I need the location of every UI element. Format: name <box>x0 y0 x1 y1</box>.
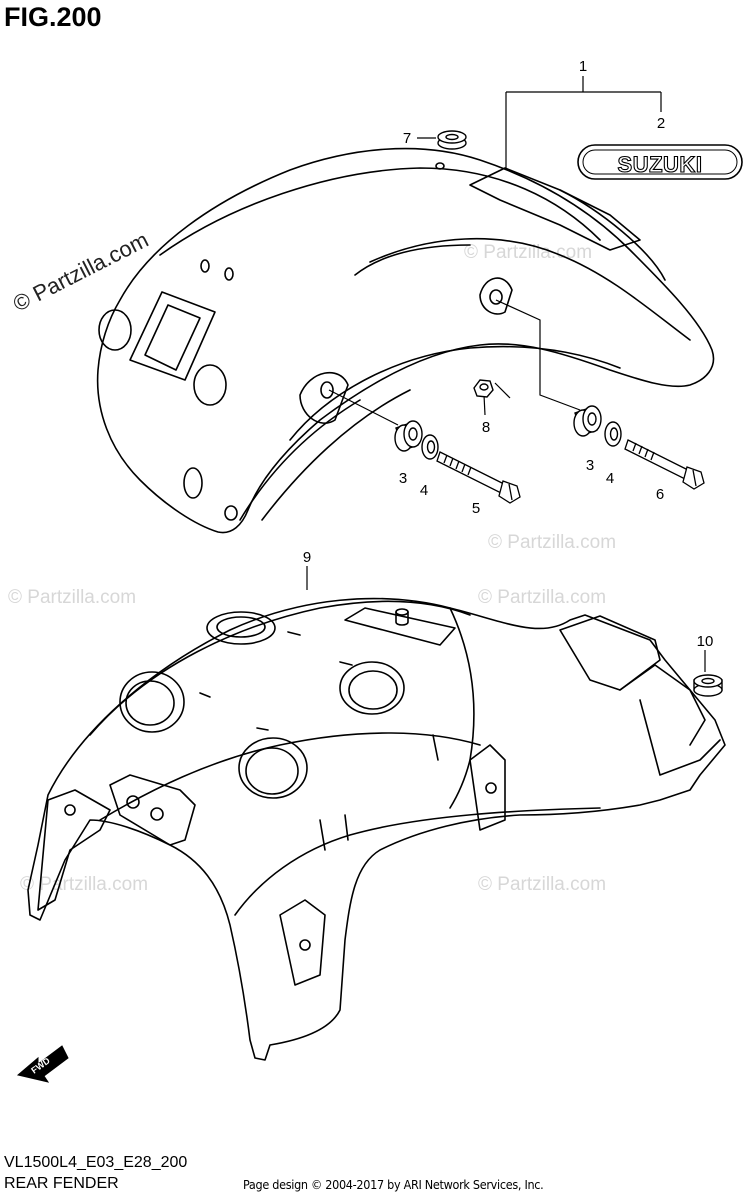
dimple <box>348 670 398 710</box>
mount-boss-hole <box>224 505 238 521</box>
model-code: VL1500L4_E03_E28_200 <box>4 1154 188 1171</box>
mount-boss-hole <box>489 289 503 305</box>
fender-top-rim <box>159 167 601 256</box>
leader-lines <box>328 76 662 426</box>
callout-3: 3 <box>586 457 594 474</box>
mount-stud-top <box>395 608 409 616</box>
inner-fender-flange-2 <box>619 664 706 746</box>
bracket-hole <box>150 807 164 821</box>
bracket-hole <box>64 804 76 816</box>
callout-5: 5 <box>472 500 480 517</box>
inner-fender-outline <box>27 597 726 1061</box>
watermark: © Partzilla.com <box>478 874 606 895</box>
mount-hole <box>183 467 203 499</box>
spacer-3-right <box>573 405 602 437</box>
inner-fender-flange-3 <box>639 699 721 776</box>
callout-10: 10 <box>697 633 714 650</box>
dimple <box>238 737 308 799</box>
watermark: © Partzilla.com <box>488 532 616 553</box>
mount-boss-hole <box>320 381 334 399</box>
watermark: © Partzilla.com <box>9 227 152 317</box>
decal-text: SUZUKI <box>618 152 703 177</box>
mount-hole <box>193 364 227 406</box>
license-recess <box>129 291 216 381</box>
dimple <box>125 680 175 726</box>
bolt-hole <box>200 259 210 273</box>
inner-fender-side <box>234 807 601 916</box>
slot <box>256 727 269 731</box>
fender-inner-curve-2 <box>354 244 471 276</box>
section-title: REAR FENDER <box>4 1175 119 1192</box>
fender-lower-edge-3 <box>261 389 411 521</box>
bolt-hole <box>224 267 234 281</box>
inner-fender-crown <box>89 600 471 736</box>
callout-6: 6 <box>656 486 664 503</box>
callout-7: 7 <box>403 130 411 147</box>
fender-rear-fin-2 <box>559 189 666 281</box>
washer-4-left <box>421 434 439 460</box>
fender-outline <box>96 147 715 534</box>
figure-label: FIG.200 <box>4 2 102 32</box>
inner-fender-ridge <box>449 607 475 809</box>
bolt-6 <box>624 439 705 490</box>
fender-lower-edge <box>289 345 621 441</box>
washer-4-right <box>604 421 622 447</box>
nut-8 <box>473 379 494 398</box>
fender-rear-fin <box>469 167 641 251</box>
watermark: © Partzilla.com <box>464 242 592 263</box>
front-bracket-2 <box>109 774 196 846</box>
callout-9: 9 <box>303 549 311 566</box>
dimple <box>206 611 276 645</box>
callout-4: 4 <box>606 470 614 487</box>
callout-2: 2 <box>657 115 665 132</box>
inner-fender-flange <box>559 615 661 691</box>
bracket-hole <box>485 782 497 794</box>
suzuki-decal: SUZUKI <box>577 144 743 180</box>
dimple <box>339 661 405 715</box>
callout-numbers: 1 2 7 8 3 4 5 3 4 6 9 10 <box>303 58 714 650</box>
dimple <box>216 616 266 638</box>
copyright-credit: Page design © 2004-2017 by ARI Network S… <box>243 1177 544 1192</box>
mount-pad <box>344 607 456 646</box>
watermark: © Partzilla.com <box>478 587 606 608</box>
bracket-hole <box>126 795 140 809</box>
fender-lower-edge-2 <box>239 399 361 521</box>
slot <box>339 661 353 666</box>
mount-stud <box>395 611 409 626</box>
spacer-3-left <box>394 420 423 452</box>
slot <box>287 631 301 636</box>
mount-hole <box>98 309 132 351</box>
license-recess-inner <box>144 304 201 371</box>
bolt-hole <box>435 162 445 170</box>
mount-boss <box>299 371 349 424</box>
mount-boss <box>479 277 513 315</box>
rear-bracket <box>469 744 506 831</box>
dimple <box>119 671 185 733</box>
slot <box>319 814 349 851</box>
rear-fender-part <box>96 147 715 534</box>
bolt-5 <box>436 451 521 504</box>
grommet-7 <box>437 130 467 150</box>
fwd-arrow: FWD <box>16 1045 69 1083</box>
lower-bracket <box>279 899 326 986</box>
grommet-10 <box>693 674 723 697</box>
callout-8: 8 <box>482 419 490 436</box>
bracket-hole <box>299 939 311 951</box>
front-bracket <box>37 789 111 911</box>
fender-inner-curve <box>369 237 691 341</box>
inner-fender-ridge-2 <box>99 732 481 821</box>
dimple <box>245 747 299 795</box>
inner-fender-part <box>27 597 726 1061</box>
callout-4: 4 <box>420 482 428 499</box>
callout-3: 3 <box>399 470 407 487</box>
slot <box>199 692 211 698</box>
watermark: © Partzilla.com <box>8 587 136 608</box>
slot <box>432 734 439 761</box>
callout-1: 1 <box>579 58 587 75</box>
